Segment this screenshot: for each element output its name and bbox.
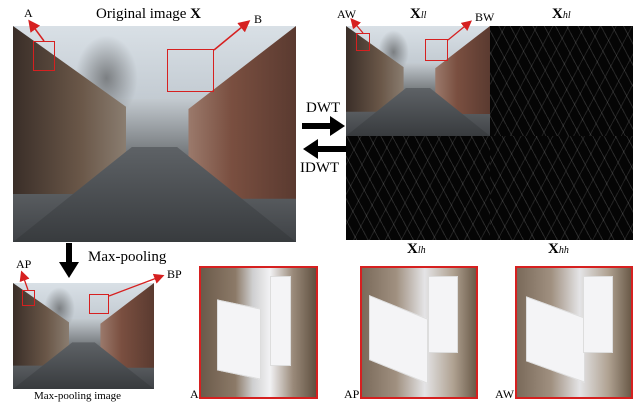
idwt-arrow — [303, 139, 346, 159]
label-a: A — [24, 6, 33, 20]
original-image-title: Original image X — [96, 6, 201, 22]
label-bw: BW — [475, 10, 495, 24]
pointer-b — [213, 20, 251, 51]
crop-a-label: A — [190, 387, 199, 401]
dwt-arrow — [302, 116, 345, 136]
subband-hh-image — [490, 136, 633, 240]
label-aw: AW — [337, 7, 357, 21]
max-pooling-label: Max-pooling — [88, 249, 167, 265]
dwt-label: DWT — [306, 100, 341, 116]
region-b-box — [167, 49, 214, 92]
subband-ll-image — [346, 26, 490, 136]
subband-hh-label: Xhh — [548, 241, 569, 257]
region-bw-box — [425, 39, 448, 61]
crop-a — [199, 266, 318, 399]
pointer-bp — [108, 273, 165, 297]
pointer-bw — [447, 20, 473, 41]
subband-hl-image — [490, 26, 633, 136]
subband-ll-label: Xll — [410, 6, 427, 22]
region-a-box — [33, 41, 55, 71]
region-aw-box — [356, 33, 370, 51]
region-bp-box — [89, 294, 109, 314]
crop-ap-label: AP — [344, 387, 360, 401]
original-image — [13, 26, 296, 242]
max-pooling-arrow — [59, 243, 79, 278]
pointer-ap — [19, 270, 30, 291]
crop-ap — [360, 266, 478, 399]
subband-lh-label: Xlh — [407, 241, 426, 257]
region-ap-box — [22, 290, 35, 306]
subband-hl-label: Xhl — [552, 6, 571, 22]
crop-aw-label: AW — [495, 387, 515, 401]
pointer-a — [28, 19, 45, 42]
idwt-label: IDWT — [300, 160, 340, 176]
max-pooling-caption: Max-pooling image — [34, 390, 122, 402]
pointer-aw — [350, 18, 364, 34]
subband-lh-image — [346, 136, 490, 240]
label-b: B — [254, 12, 263, 26]
label-ap: AP — [16, 257, 32, 271]
max-pooling-image — [13, 283, 154, 389]
label-bp: BP — [167, 267, 182, 281]
crop-aw — [515, 266, 633, 399]
